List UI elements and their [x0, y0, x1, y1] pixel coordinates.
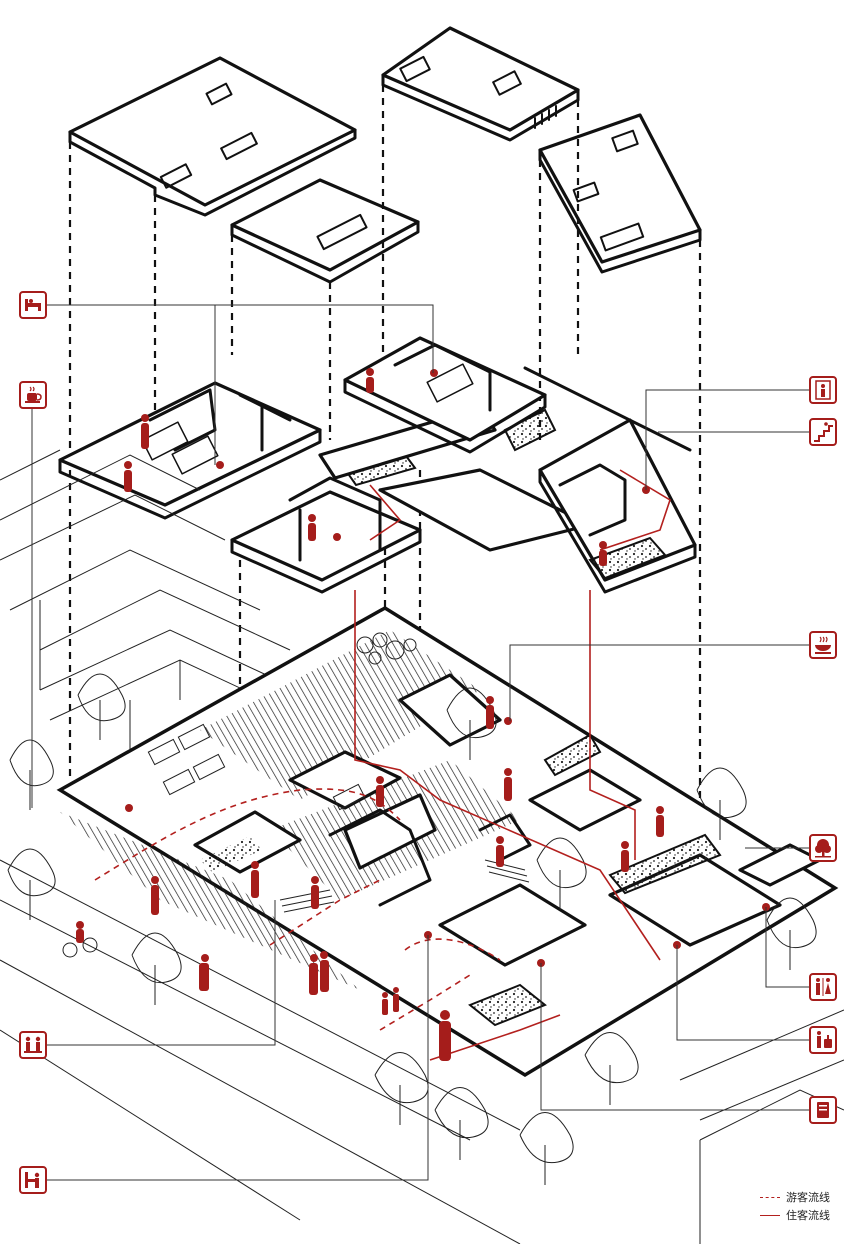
person-figure	[496, 836, 504, 867]
tree	[584, 1032, 639, 1105]
seating-icon	[19, 1031, 47, 1059]
person-figure	[486, 696, 494, 729]
person-figure	[308, 514, 316, 541]
stair-steps	[279, 859, 530, 913]
elevator-icon	[809, 376, 837, 404]
roof-block-right-top	[381, 26, 580, 142]
tree-icon	[809, 834, 837, 862]
person-figure	[320, 951, 329, 992]
furniture-tables	[147, 723, 366, 811]
reception-icon	[19, 1166, 47, 1194]
tree	[77, 673, 126, 740]
person-figure	[124, 461, 132, 492]
legend-label-tourist-flow: 游客流线	[786, 1191, 830, 1204]
tree	[519, 1112, 574, 1185]
restroom-icon	[809, 973, 837, 1001]
legend-item-tourist-flow: 游客流线	[760, 1188, 830, 1206]
guest-room-right-low	[523, 366, 697, 594]
person-figure	[151, 876, 159, 915]
tree	[7, 848, 56, 920]
guest-room-center	[230, 476, 422, 594]
restaurant-icon	[809, 631, 837, 659]
ground-floor	[56, 605, 839, 1078]
bed-icon	[19, 291, 47, 319]
person-figure	[309, 954, 318, 995]
person-figure	[599, 541, 607, 566]
tree	[696, 767, 747, 840]
person-figure	[141, 414, 149, 449]
tree	[131, 932, 182, 1005]
person-figure	[504, 768, 512, 801]
tree	[536, 837, 587, 910]
roof-block-center	[230, 178, 420, 284]
person-figure	[393, 987, 399, 1012]
person-figure	[311, 876, 319, 909]
stairs-icon	[809, 418, 837, 446]
people-figures	[62, 368, 664, 1061]
person-figure	[439, 1010, 451, 1061]
dashed-line-swatch	[760, 1196, 780, 1198]
hatched-plaza	[200, 630, 480, 800]
person-figure	[199, 954, 209, 991]
person-figure	[621, 841, 629, 872]
flow-legend: 游客流线 住客流线	[760, 1188, 830, 1224]
roof-block-right-low	[538, 113, 702, 274]
person-figure	[251, 861, 259, 898]
person-figure	[656, 806, 664, 837]
tree	[446, 687, 497, 760]
legend-item-resident-flow: 住客流线	[760, 1206, 830, 1224]
roof-blocks	[68, 26, 702, 284]
person-figure	[366, 368, 374, 393]
coffee-icon	[19, 381, 47, 409]
leader-lines	[31, 304, 810, 1181]
luggage-icon	[809, 1026, 837, 1054]
book-icon	[809, 1096, 837, 1124]
legend-label-resident-flow: 住客流线	[786, 1209, 830, 1222]
tree	[9, 739, 54, 810]
tree	[766, 897, 817, 970]
solid-line-swatch	[760, 1214, 780, 1216]
flow-lines	[94, 469, 671, 1061]
tree	[434, 1087, 489, 1160]
guest-room-right-top	[343, 336, 557, 454]
trees	[7, 673, 817, 1185]
rock-garden	[356, 632, 417, 665]
cyclist-figure	[62, 921, 98, 958]
guest-room-left	[58, 381, 322, 520]
person-figure	[382, 992, 388, 1015]
person-figure	[376, 776, 384, 807]
